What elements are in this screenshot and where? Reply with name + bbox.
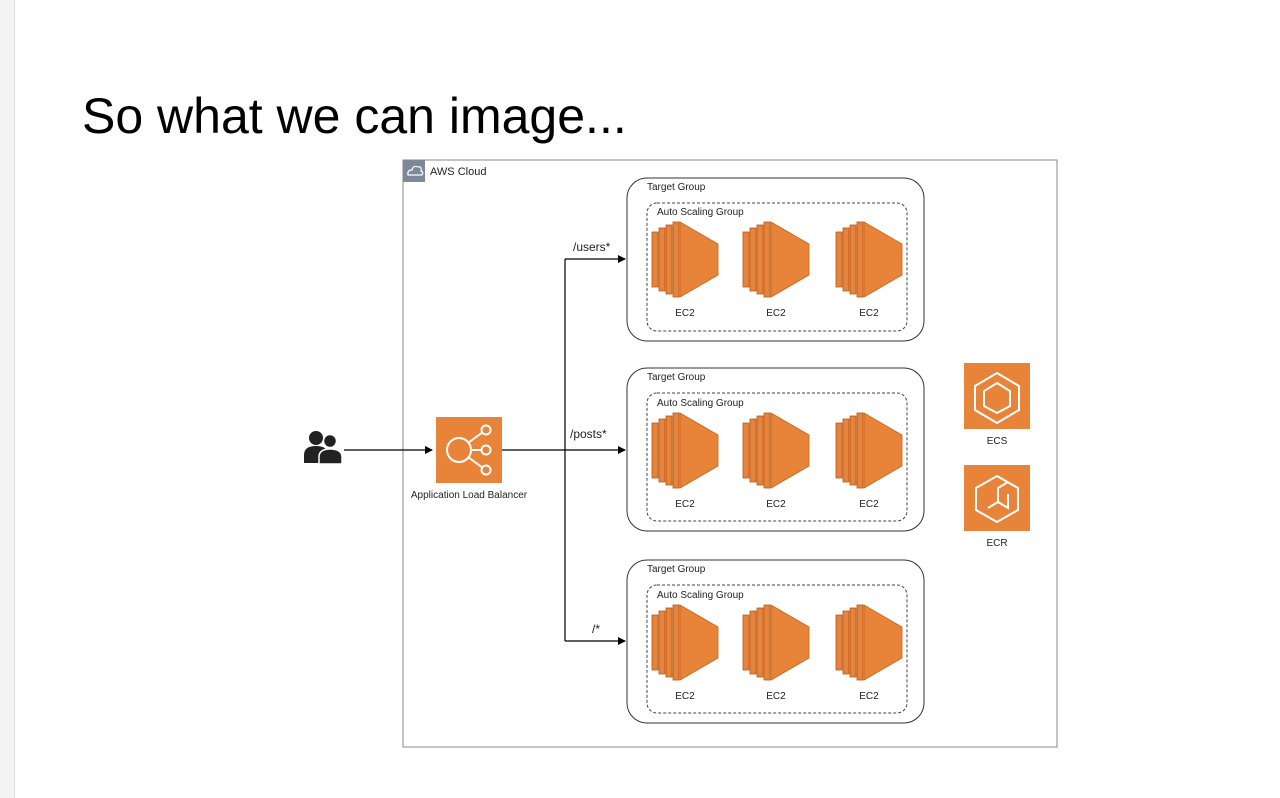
load-balancer-icon — [436, 417, 502, 483]
auto-scaling-group-label: Auto Scaling Group — [657, 398, 744, 409]
slide-left-edge — [0, 0, 15, 798]
route-label-default: /* — [592, 622, 600, 636]
target-group-users: Target Group Auto Scaling Group EC2 EC2 … — [626, 177, 925, 342]
target-group-default: Target Group Auto Scaling Group EC2 EC2 … — [626, 559, 925, 724]
target-group-label: Target Group — [647, 182, 706, 193]
auto-scaling-group — [646, 584, 908, 714]
load-balancer-label: Application Load Balancer — [411, 490, 528, 501]
ecr-label: ECR — [986, 538, 1007, 549]
users-icon — [304, 431, 343, 465]
routing-connectors — [502, 255, 626, 645]
ecr-icon — [964, 465, 1030, 531]
ec2-label: EC2 — [766, 308, 786, 319]
aws-cloud-boundary — [402, 159, 1058, 748]
ec2-icon — [651, 604, 719, 681]
ec2-icon — [742, 604, 810, 681]
ec2-icon — [742, 412, 810, 489]
target-group-label: Target Group — [647, 372, 706, 383]
target-group-label: Target Group — [647, 564, 706, 575]
auto-scaling-group-label: Auto Scaling Group — [657, 207, 744, 218]
ec2-label: EC2 — [766, 691, 786, 702]
ecs-icon — [964, 363, 1030, 429]
ec2-label: EC2 — [675, 308, 695, 319]
aws-cloud-icon — [403, 160, 425, 182]
ec2-label: EC2 — [859, 691, 879, 702]
ec2-icon — [651, 221, 719, 298]
aws-cloud-label: AWS Cloud — [430, 166, 486, 178]
ec2-icon — [651, 412, 719, 489]
ec2-label: EC2 — [675, 691, 695, 702]
ec2-icon — [742, 221, 810, 298]
ec2-icon — [835, 221, 903, 298]
target-group-posts: Target Group Auto Scaling Group EC2 EC2 … — [626, 367, 925, 532]
slide-title: So what we can image... — [82, 88, 627, 144]
ecs-label: ECS — [987, 436, 1008, 447]
ec2-icon — [835, 412, 903, 489]
auto-scaling-group — [646, 392, 908, 522]
ec2-label: EC2 — [859, 499, 879, 510]
auto-scaling-group — [646, 202, 908, 332]
ec2-label: EC2 — [675, 499, 695, 510]
ec2-label: EC2 — [766, 499, 786, 510]
ec2-icon — [835, 604, 903, 681]
auto-scaling-group-label: Auto Scaling Group — [657, 590, 744, 601]
route-label-posts: /posts* — [570, 427, 607, 441]
ec2-label: EC2 — [859, 308, 879, 319]
route-label-users: /users* — [573, 240, 611, 254]
